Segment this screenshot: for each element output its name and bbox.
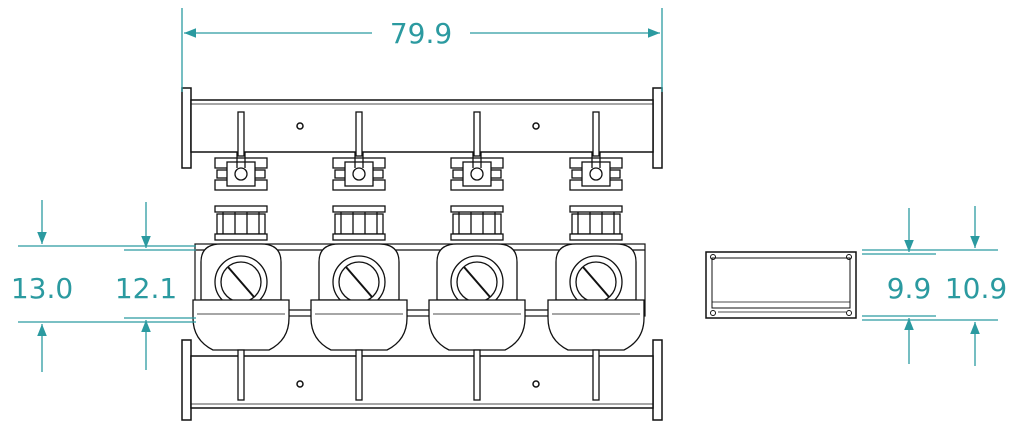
pump-unit: [547, 111, 645, 401]
dimension-overall-width: [181, 8, 663, 92]
pump-unit: [428, 111, 526, 401]
overall-width-label: 79.9: [390, 17, 452, 50]
left-inner-height-label: 12.1: [115, 272, 177, 305]
left-outer-height-label: 13.0: [11, 272, 73, 305]
pump-array: [192, 111, 645, 401]
dimension-left-heights: [18, 200, 196, 372]
top-manifold: [181, 87, 663, 169]
pump-unit: [310, 111, 408, 401]
right-outer-height-label: 10.9: [945, 272, 1007, 305]
dimension-right-heights: [862, 206, 998, 366]
right-inner-height-label: 9.9: [887, 272, 932, 305]
bottom-manifold: [181, 339, 663, 421]
side-view-enclosure: [705, 251, 857, 319]
pump-unit: [192, 111, 290, 401]
